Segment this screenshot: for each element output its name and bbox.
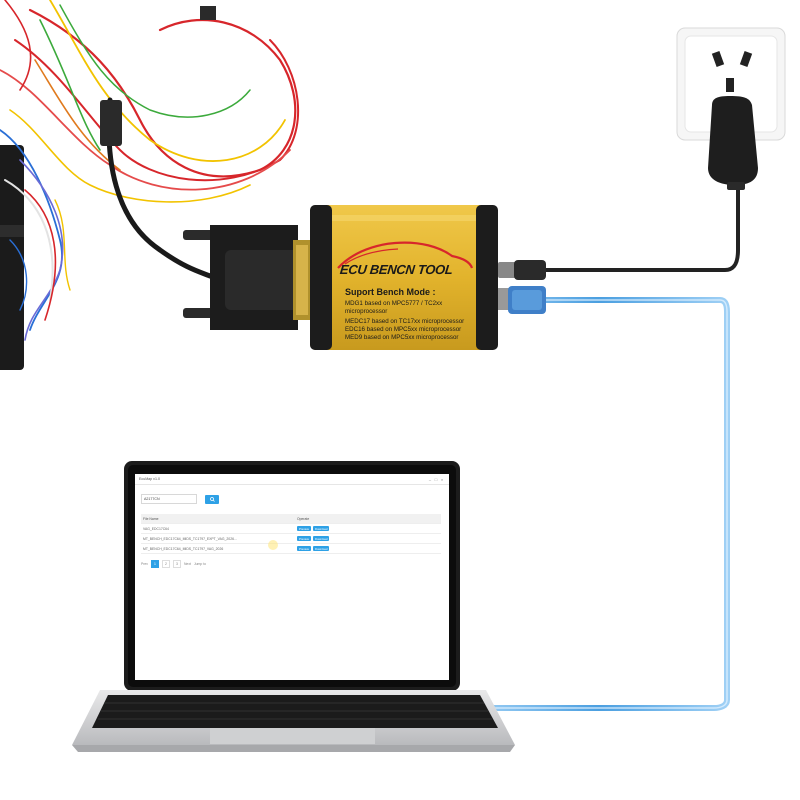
pager-page[interactable]: 2 [161,560,170,568]
file-name-cell: VAG_EDC17C64 [143,526,169,531]
ecu-mode-line: EDC16 based on MPC5xx microprocessor [345,326,462,333]
table-row[interactable]: MT_BENCH_EDC17C64_MIDS_TC1797_VAG_2026 P… [141,544,441,554]
table-header: File Name Operate [141,514,441,524]
preview-button[interactable]: Preview [297,526,311,531]
db-connector [183,225,311,330]
search-button[interactable] [205,494,219,504]
pagination: Prev 1 2 3 Next Jump to [141,560,206,568]
file-name-cell: MT_BENCH_EDC17C64_MIDS_TC1797_VAG_2026 [143,546,224,551]
power-adapter [708,96,758,185]
maximize-icon[interactable]: □ [434,476,438,482]
ecu-brand-label: ECU BENCN TOOL [339,262,454,277]
usb-cable [470,286,730,711]
preview-button[interactable]: Preview [297,546,311,551]
file-name-cell: MT_BENCH_EDC17C64_MIDS_TC1797_EXPT_VAG_2… [143,536,237,541]
header-file-name: File Name [143,516,159,521]
close-icon[interactable]: × [440,476,444,482]
table-row[interactable]: VAG_EDC17C64 Preview Download [141,524,441,534]
pager-jump-label: Jump to [193,562,207,566]
pager-page[interactable]: 1 [150,560,159,568]
pager-prev[interactable]: Prev [141,562,148,566]
header-operate: Operate [297,516,310,521]
ecu-mode-line: MEDC17 based on TC17xx microprocessor [345,318,465,325]
download-button[interactable]: Download [312,526,330,531]
car-logo [337,241,474,269]
search-row: A2177CN [141,494,219,504]
power-cable [498,185,740,280]
wire-harness [0,0,300,341]
search-input[interactable]: A2177CN [141,494,197,504]
ecu-mode-line: MED9 based on MPC5xx microprocessor [345,334,459,341]
download-button[interactable]: Download [312,536,330,541]
ecu-mode-line: microprocessor [345,308,388,315]
pager-page[interactable]: 3 [172,560,181,568]
ecu-module-left [0,145,24,370]
preview-button[interactable]: Preview [297,536,311,541]
app-window-title: EcuMap v1.0 [139,477,160,481]
table-row[interactable]: MT_BENCH_EDC17C64_MIDS_TC1797_EXPT_VAG_2… [141,534,441,544]
wall-socket [676,27,786,190]
cursor-highlight [268,540,278,550]
pager-next[interactable]: Next [183,562,191,566]
search-icon [209,496,215,502]
app-titlebar: EcuMap v1.0 – □ × [135,474,449,485]
ecu-bench-box [310,205,498,350]
file-table: File Name Operate VAG_EDC17C64 Preview D… [141,514,441,554]
download-button[interactable]: Download [312,546,330,551]
minimize-icon[interactable]: – [428,476,432,482]
ecu-mode-title: Suport Bench Mode : [345,287,436,297]
ecu-mode-line: MDG1 based on MPC5777 / TC2xx [345,300,443,307]
laptop-screen-app: EcuMap v1.0 – □ × A2177CN File Name Oper… [135,474,449,680]
